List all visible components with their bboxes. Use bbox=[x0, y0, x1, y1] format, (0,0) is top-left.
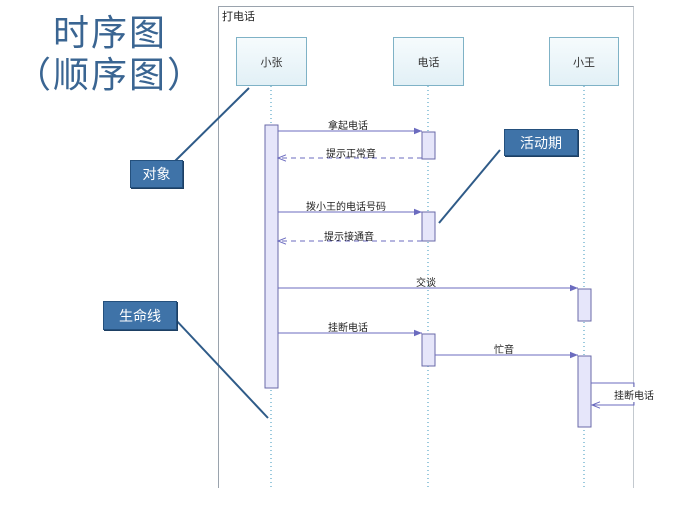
actor-xiaowang: 小王 bbox=[549, 37, 619, 86]
message-label: 提示正常音 bbox=[326, 149, 376, 160]
actor-label: 小张 bbox=[260, 55, 283, 69]
message-label: 挂断电话 bbox=[328, 323, 368, 334]
sequence-frame bbox=[218, 6, 634, 488]
message-label: 挂断电话 bbox=[614, 387, 654, 402]
actor-phone: 电话 bbox=[393, 37, 464, 86]
diagram-title-subtitle: （顺序图） bbox=[14, 55, 205, 96]
actor-label: 电话 bbox=[417, 55, 440, 69]
activation-bar-phone-3 bbox=[421, 333, 436, 367]
actor-xiaozhang: 小张 bbox=[236, 37, 307, 86]
message-label: 拿起电话 bbox=[328, 121, 368, 132]
callout-lifeline: 生命线 bbox=[103, 301, 177, 330]
activation-bar-xiaozhang bbox=[264, 124, 279, 389]
pointer-activation bbox=[438, 149, 501, 224]
activation-bar-xiaowang-2 bbox=[577, 355, 592, 428]
diagram-title: 时序图 bbox=[52, 13, 167, 54]
pointer-object bbox=[172, 87, 250, 164]
pointer-lifeline bbox=[173, 317, 269, 419]
callout-activation: 活动期 bbox=[504, 129, 578, 156]
frame-label: 打电话 bbox=[222, 10, 255, 23]
message-label: 提示接通音 bbox=[324, 232, 374, 243]
message-label: 拨小王的电话号码 bbox=[306, 202, 386, 213]
actor-label: 小王 bbox=[573, 55, 595, 69]
message-label: 忙音 bbox=[494, 345, 514, 356]
activation-bar-phone-2 bbox=[421, 211, 436, 242]
activation-bar-xiaowang-1 bbox=[577, 288, 592, 322]
activation-bar-phone-1 bbox=[421, 131, 436, 160]
callout-object: 对象 bbox=[130, 160, 183, 188]
message-label: 交谈 bbox=[416, 278, 436, 289]
